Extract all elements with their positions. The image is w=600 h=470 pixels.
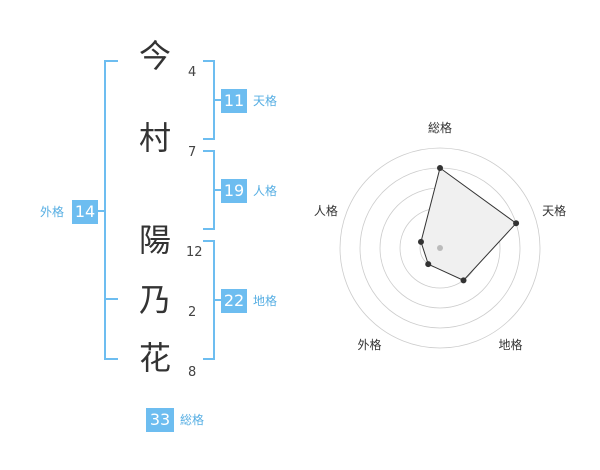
radar-point [460,277,467,284]
jinkaku-bracket-tick [215,189,221,191]
radar-axis-label: 外格 [357,337,381,352]
radar-axis-label: 人格 [314,203,338,218]
stroke-count-5: 8 [188,365,197,380]
name-char-3: 陽 [138,221,171,259]
gaikaku-bracket [104,60,118,360]
soukaku-label: 総格 [180,413,205,427]
radar-axis-label: 地格 [499,337,523,352]
jinkaku-bracket [203,150,215,230]
gaikaku-upper-tick [104,298,118,300]
gaikaku-bracket-tick [98,210,104,212]
tenkaku-badge: 11 [221,89,247,113]
tenkaku-label: 天格 [253,94,278,108]
radar-point [417,238,424,245]
radar-grid-ring [339,147,541,349]
name-char-5: 花 [138,339,171,377]
chikaku-bracket [203,240,215,360]
stroke-count-1: 4 [188,65,197,80]
jinkaku-badge: 19 [221,179,247,203]
tenkaku-bracket-tick [215,99,221,101]
radar-point [437,165,443,171]
radar-point [425,261,432,268]
chikaku-label: 地格 [253,294,278,308]
name-char-2: 村 [138,119,171,157]
chikaku-badge: 22 [221,289,247,313]
chikaku-bracket-tick [215,299,221,301]
gaikaku-badge: 14 [72,200,98,224]
stroke-count-2: 7 [188,145,197,160]
soukaku-badge: 33 [146,408,174,432]
stroke-count-3: 12 [186,245,203,260]
radar-center-dot [437,245,443,251]
gaikaku-label: 外格 [40,205,65,219]
jinkaku-label: 人格 [253,184,278,198]
name-char-4: 乃 [138,281,171,319]
radar-area [420,167,517,281]
radar-point [513,220,520,227]
radar-axis-label: 天格 [542,203,566,218]
radar-axis-label: 総格 [428,120,452,135]
stroke-count-4: 2 [188,305,197,320]
radar-points [417,165,520,284]
name-char-1: 今 [138,37,171,75]
tenkaku-bracket [203,60,215,140]
